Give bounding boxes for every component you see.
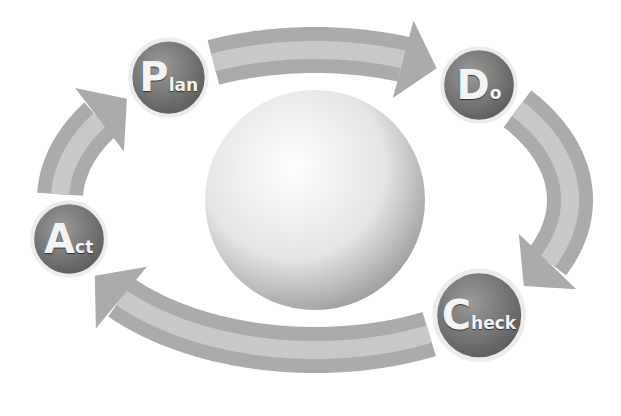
center-sphere (205, 90, 425, 310)
stage-circle: Do (439, 45, 519, 125)
cycle-arrow (95, 267, 429, 350)
stage-circle: Check (431, 267, 527, 363)
stage-circle: Plan (127, 36, 210, 119)
stage-circle: Act (29, 199, 109, 279)
stage-label: Plan (139, 57, 198, 97)
stage-label: Act (44, 219, 93, 259)
cycle-arrow (213, 21, 436, 98)
stage-label: Do (456, 65, 501, 105)
stage-label: Check (442, 295, 516, 335)
cycle-arrow (60, 88, 127, 194)
cycle-arrow (517, 109, 576, 289)
